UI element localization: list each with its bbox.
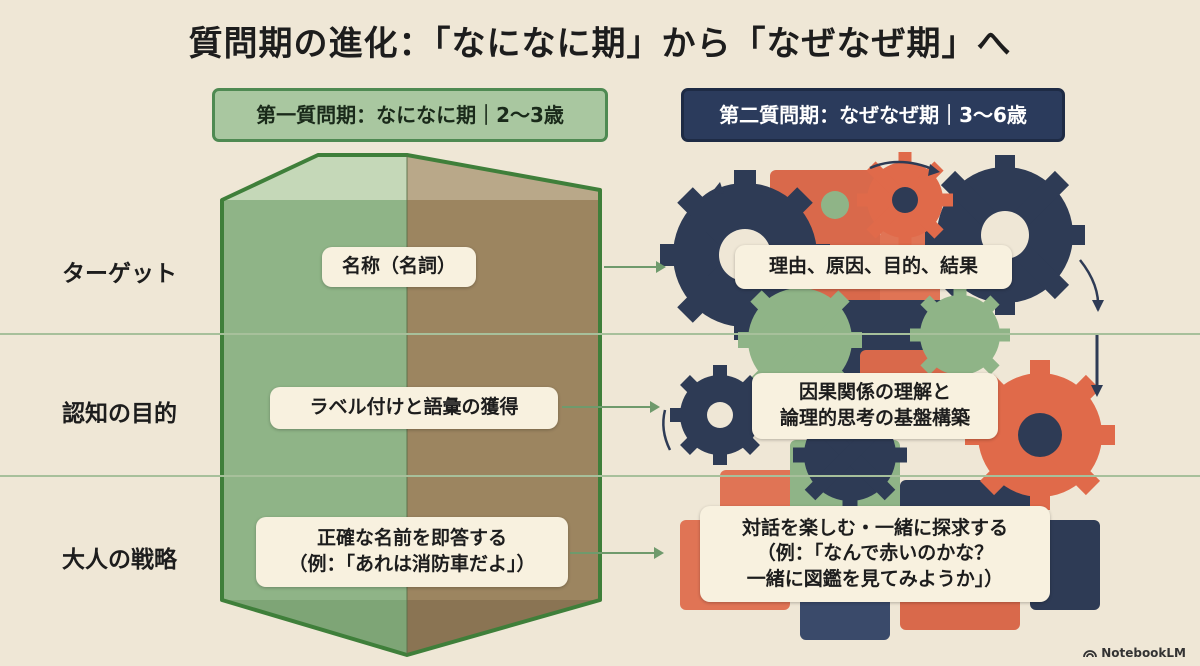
second-target-text: 理由、原因、目的、結果 xyxy=(768,255,978,278)
first-strategy-box: 正確な名前を即答する （例：「あれは消防車だよ」） xyxy=(256,517,568,587)
second-strategy-box: 対話を楽しむ・一緒に探求する （例：「なんで赤いのかな？ 一緒に図鑑を見てみよう… xyxy=(700,506,1050,602)
first-strategy-line-1: 正確な名前を即答する xyxy=(316,527,507,550)
second-strategy-line-1: 対話を楽しむ・一緒に探求する xyxy=(741,516,1008,539)
row-divider-2 xyxy=(0,475,1200,477)
second-strategy-line-2: （例：「なんで赤いのかな？ xyxy=(756,542,994,565)
notebooklm-watermark: NotebookLM xyxy=(1083,646,1186,660)
first-period-header: 第一質問期：なになに期｜2〜3歳 xyxy=(212,88,608,142)
row-label-adult-strategy: 大人の戦略 xyxy=(62,547,177,573)
first-target-text: 名称（名詞） xyxy=(341,255,456,278)
first-purpose-text: ラベル付けと語彙の獲得 xyxy=(309,396,519,419)
second-purpose-box: 因果関係の理解と 論理的思考の基盤構築 xyxy=(752,373,998,439)
second-target-box: 理由、原因、目的、結果 xyxy=(735,245,1012,289)
row-label-cognitive-purpose: 認知の目的 xyxy=(62,401,177,427)
second-strategy-line-3: 一緒に図鑑を見てみようか」） xyxy=(746,567,1004,590)
second-purpose-line-1: 因果関係の理解と xyxy=(798,381,951,404)
row-divider-1 xyxy=(0,333,1200,335)
row-label-target: ターゲット xyxy=(62,261,177,287)
row-arrows xyxy=(562,261,666,559)
first-target-box: 名称（名詞） xyxy=(322,247,476,287)
first-purpose-box: ラベル付けと語彙の獲得 xyxy=(270,387,558,429)
notebooklm-logo-icon xyxy=(1083,650,1098,658)
second-purpose-line-2: 論理的思考の基盤構築 xyxy=(779,407,970,429)
second-period-header: 第二質問期：なぜなぜ期｜3〜6歳 xyxy=(681,88,1065,142)
page-title: 質問期の進化：「なになに期」から「なぜなぜ期」へ xyxy=(188,24,1012,64)
watermark-text: NotebookLM xyxy=(1101,646,1186,660)
first-strategy-line-2: （例：「あれは消防車だよ」） xyxy=(288,553,536,575)
